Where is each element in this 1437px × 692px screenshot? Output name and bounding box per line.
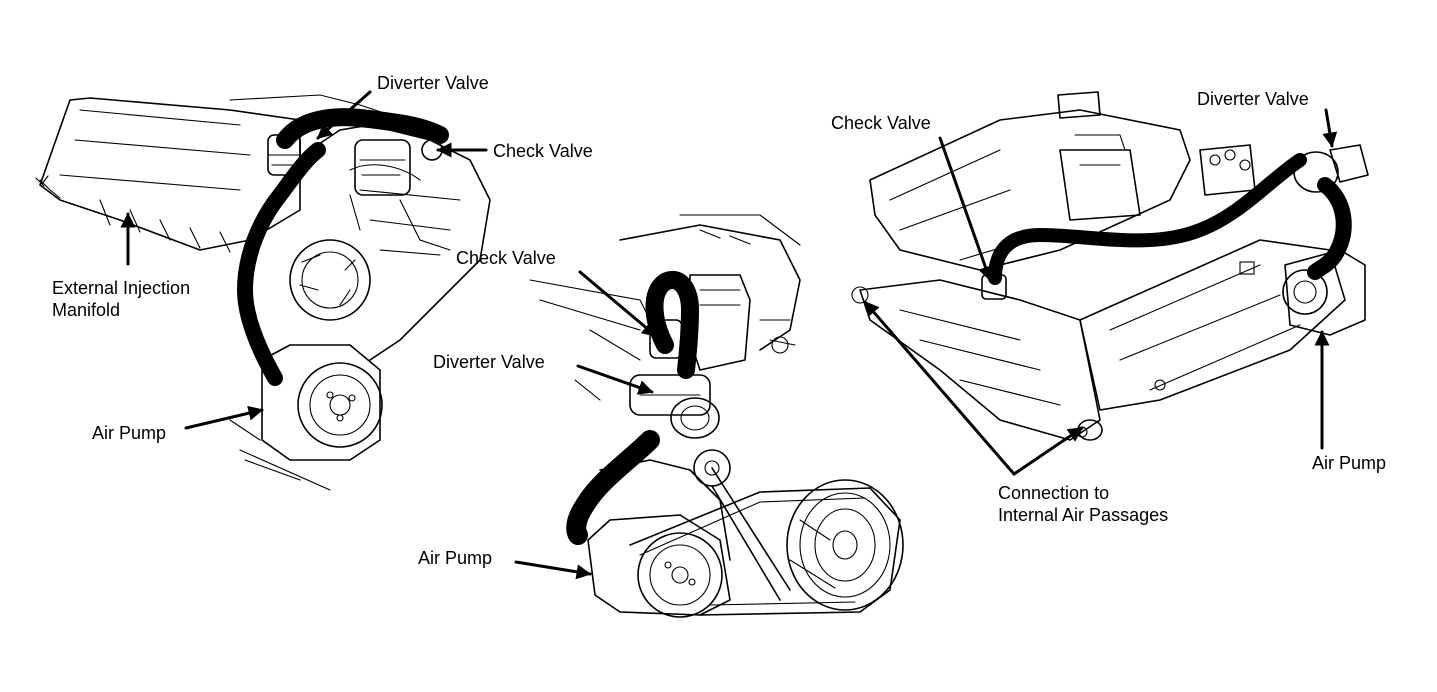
external-injection-manifold-label-line1: External Injection xyxy=(52,278,190,298)
right-check-valve-label: Check Valve xyxy=(831,113,931,133)
center-diverter-valve-label: Diverter Valve xyxy=(433,352,545,372)
center-engine-drawing xyxy=(529,214,904,618)
left-diverter-valve-label: Diverter Valve xyxy=(377,73,489,93)
right-diverter-valve-label: Diverter Valve xyxy=(1197,89,1309,109)
center-check-valve-label: Check Valve xyxy=(456,248,556,268)
left-check-valve-label: Check Valve xyxy=(493,141,593,161)
center-air-pump-label: Air Pump xyxy=(418,548,492,568)
external-injection-manifold-label-line2: Manifold xyxy=(52,300,120,320)
right-engine-drawing xyxy=(851,91,1369,441)
connection-label-line2: Internal Air Passages xyxy=(998,505,1168,525)
left-air-pump-label: Air Pump xyxy=(92,423,166,443)
right-air-pump-label: Air Pump xyxy=(1312,453,1386,473)
leader-arrows xyxy=(120,90,1338,580)
connection-label-line1: Connection to xyxy=(998,483,1109,503)
